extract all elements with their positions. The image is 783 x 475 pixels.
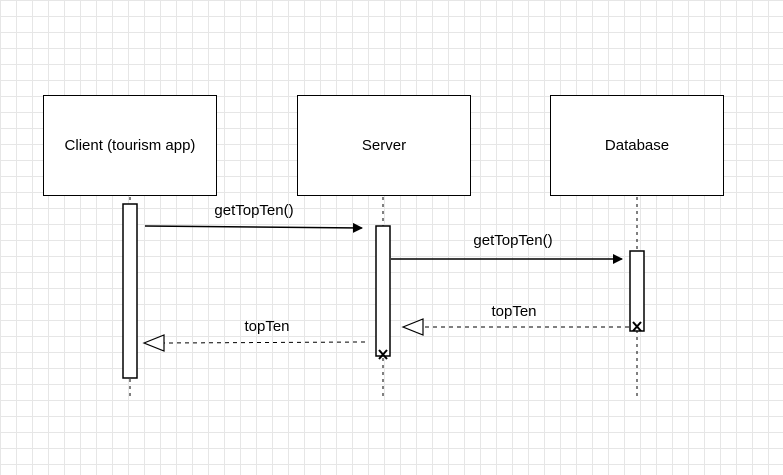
message-label-gettopten-server: getTopTen() xyxy=(473,232,553,249)
open-arrowhead-server xyxy=(401,318,424,336)
participant-client[interactable]: Client (tourism app) xyxy=(43,95,217,196)
message-label-topten-server: topTen xyxy=(244,318,290,335)
open-arrowhead-client xyxy=(142,334,165,352)
return-arrow-server-to-client xyxy=(163,341,366,344)
destroy-mark-database xyxy=(632,321,642,332)
participant-server-label: Server xyxy=(361,137,407,154)
participant-database-label: Database xyxy=(604,137,670,154)
participant-database[interactable]: Database xyxy=(550,95,724,196)
activation-server xyxy=(375,225,391,357)
participant-server[interactable]: Server xyxy=(297,95,471,196)
message-label-gettopten-client: getTopTen() xyxy=(214,202,294,219)
activation-client xyxy=(122,203,138,379)
participant-client-label: Client (tourism app) xyxy=(64,137,196,154)
message-arrow-client-to-server xyxy=(144,222,363,233)
activation-database xyxy=(629,250,645,332)
destroy-mark-server xyxy=(378,349,388,360)
message-label-topten-database: topTen xyxy=(491,303,537,320)
